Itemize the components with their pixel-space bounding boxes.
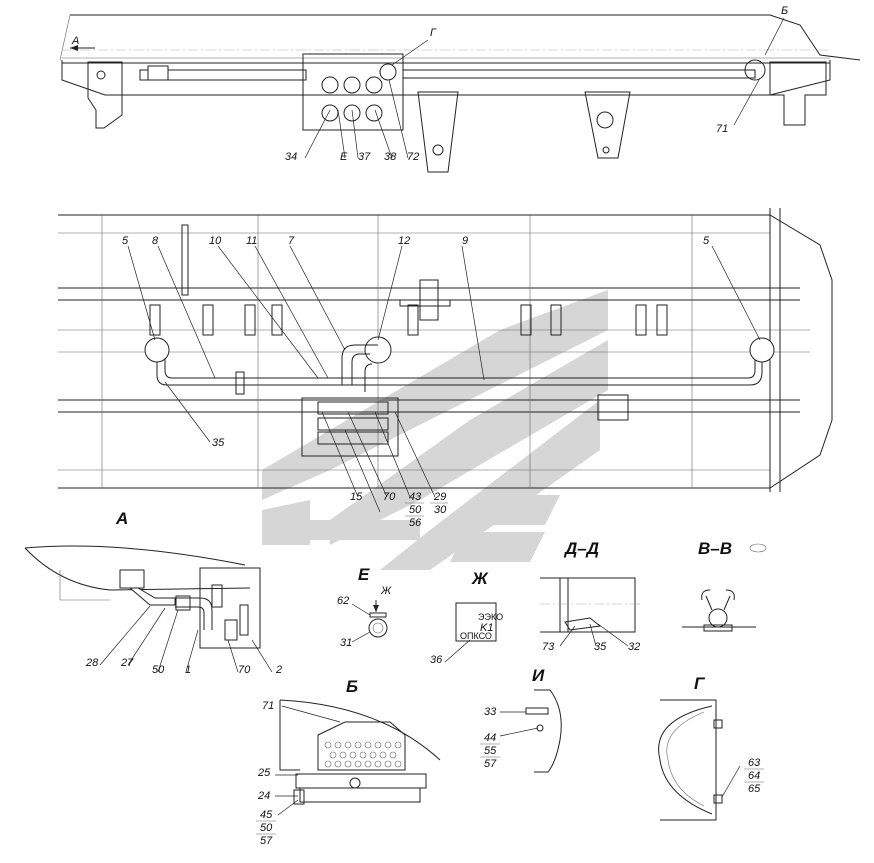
marker-k1: K1	[480, 622, 493, 634]
callout-29: 29	[433, 491, 446, 503]
callout-8: 8	[152, 235, 159, 247]
callout-36: 36	[430, 654, 443, 666]
callout-70: 70	[383, 491, 396, 503]
callout-7: 7	[288, 235, 295, 247]
callout-50-b: 50	[260, 822, 273, 834]
callout-65: 65	[748, 783, 761, 795]
callout-71: 71	[716, 123, 728, 135]
view-title-g: Г	[694, 674, 706, 693]
view-arrow-label-a: А	[71, 35, 79, 47]
callout-62: 62	[337, 595, 349, 607]
callout-34: 34	[285, 151, 297, 163]
view-title-vv: В–В	[698, 539, 732, 558]
callout-10: 10	[209, 235, 222, 247]
callout-50-a: 50	[152, 664, 165, 676]
callout-31: 31	[340, 637, 352, 649]
callout-38: 38	[384, 151, 397, 163]
callout-30: 30	[434, 504, 447, 516]
callout-28: 28	[85, 657, 99, 669]
perforation-pattern	[324, 741, 402, 768]
callout-72: 72	[407, 151, 419, 163]
view-title-b: Б	[346, 677, 358, 696]
callout-g: Г	[430, 27, 437, 39]
callout-45: 45	[260, 809, 273, 821]
callout-57-i: 57	[484, 758, 497, 770]
callout-44: 44	[484, 732, 496, 744]
plan-view: 5 8 10 11 7 12 9 5 35 15 70 43 50 56 29 …	[58, 208, 833, 529]
callout-71-b: 71	[262, 700, 274, 712]
callout-1: 1	[185, 664, 191, 676]
callout-24: 24	[257, 790, 270, 802]
callout-5-left: 5	[122, 235, 129, 247]
callout-b: Б	[781, 5, 788, 17]
callout-55: 55	[484, 745, 497, 757]
callout-37: 37	[358, 151, 371, 163]
marker-opkso: ОПКСО	[460, 631, 492, 641]
callout-9: 9	[462, 235, 468, 247]
callout-57-b: 57	[260, 835, 273, 847]
callout-15: 15	[350, 491, 363, 503]
callout-25: 25	[257, 767, 271, 779]
callout-73: 73	[542, 641, 555, 653]
callout-35-dd: 35	[594, 641, 607, 653]
detail-a: А 28 27 50 1 70 2	[24, 509, 282, 676]
callout-27: 27	[120, 657, 134, 669]
callout-35: 35	[212, 437, 225, 449]
callout-63: 63	[748, 757, 761, 769]
watermark-logo	[262, 290, 608, 570]
view-title-a: А	[115, 509, 128, 528]
callout-e: Е	[340, 151, 348, 163]
callout-2: 2	[275, 664, 282, 676]
detail-b: Б 71 25 24 45 50	[256, 677, 441, 847]
top-elevation-view: А Б Г 34 Е 37 38 72 71	[59, 5, 861, 173]
detail-d-d: Д–Д 73 35 32	[540, 539, 640, 653]
callout-70-a: 70	[238, 664, 251, 676]
callout-12: 12	[398, 235, 410, 247]
callout-11: 11	[246, 235, 257, 247]
detail-zh: Ж ЭЭКО K1 ОПКСО 36	[430, 569, 503, 666]
view-title-zh: Ж	[471, 569, 489, 588]
callout-50: 50	[409, 504, 422, 516]
callout-5-right: 5	[703, 235, 710, 247]
callout-33: 33	[484, 706, 497, 718]
callout-43: 43	[409, 491, 422, 503]
view-title-e: Е	[358, 565, 370, 584]
callout-32: 32	[628, 641, 640, 653]
callout-56: 56	[409, 517, 422, 529]
view-title-dd: Д–Д	[563, 539, 599, 558]
callout-64: 64	[748, 770, 760, 782]
detail-e: Е Ж 62 31	[337, 565, 392, 649]
marker-ezd: ЭЭКО	[478, 612, 503, 622]
view-arrow-zh: Ж	[380, 585, 392, 597]
view-title-i: И	[532, 666, 545, 685]
detail-i: И 33 44 55 57	[480, 666, 562, 773]
detail-g: Г 63 64 65	[658, 674, 764, 821]
detail-v-v: В–В	[682, 539, 767, 632]
